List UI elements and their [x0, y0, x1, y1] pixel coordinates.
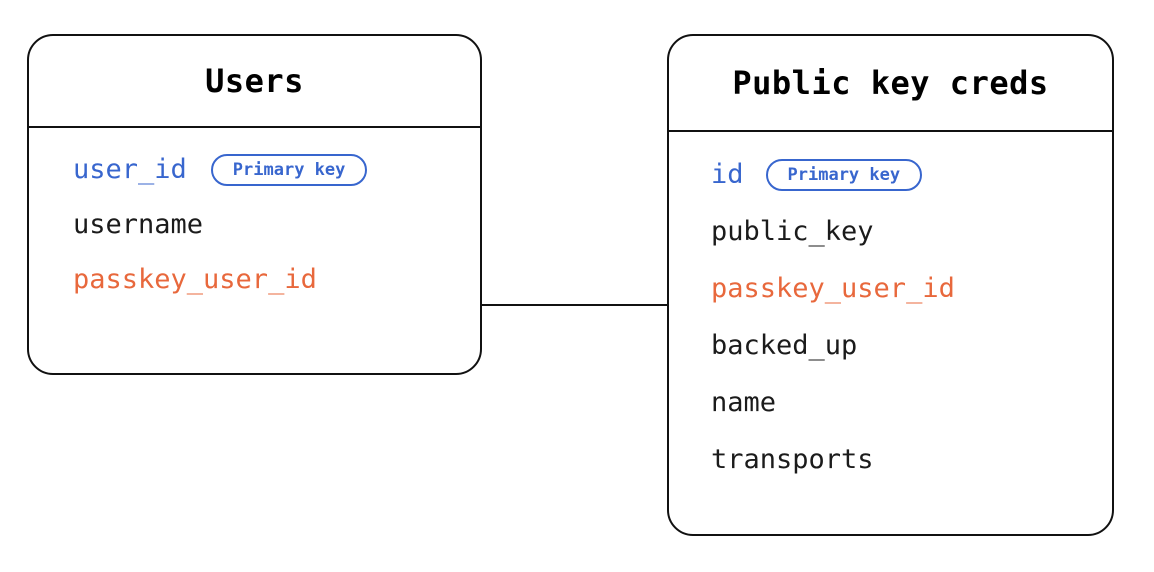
relationship-connector-line[interactable]	[480, 304, 669, 306]
field-name-backed-up: backed_up	[711, 330, 858, 361]
field-row-passkey-user-id[interactable]: passkey_user_id	[73, 252, 480, 307]
field-name-passkey-user-id: passkey_user_id	[73, 264, 317, 295]
field-name-transports: transports	[711, 444, 874, 475]
field-row-id[interactable]: id Primary key	[711, 146, 1112, 203]
entity-public-key-creds-header: Public key creds	[669, 36, 1112, 132]
entity-users[interactable]: Users user_id Primary key username passk…	[27, 34, 482, 375]
entity-users-fields: user_id Primary key username passkey_use…	[29, 128, 480, 307]
field-name-passkey-user-id: passkey_user_id	[711, 273, 955, 304]
field-name-id: id	[711, 159, 744, 190]
field-row-name[interactable]: name	[711, 374, 1112, 431]
field-row-public-key[interactable]: public_key	[711, 203, 1112, 260]
field-name-name: name	[711, 387, 777, 418]
field-row-user-id[interactable]: user_id Primary key	[73, 142, 480, 197]
primary-key-badge: Primary key	[765, 158, 923, 191]
field-row-backed-up[interactable]: backed_up	[711, 317, 1112, 374]
field-row-username[interactable]: username	[73, 197, 480, 252]
field-name-username: username	[73, 209, 204, 240]
field-name-user-id: user_id	[73, 154, 187, 185]
entity-public-key-creds[interactable]: Public key creds id Primary key public_k…	[667, 34, 1114, 536]
entity-users-title: Users	[205, 62, 304, 100]
entity-public-key-creds-title: Public key creds	[732, 64, 1049, 102]
entity-public-key-creds-fields: id Primary key public_key passkey_user_i…	[669, 132, 1112, 488]
field-name-public-key: public_key	[711, 216, 874, 247]
field-row-transports[interactable]: transports	[711, 431, 1112, 488]
entity-users-header: Users	[29, 36, 480, 128]
primary-key-badge: Primary key	[210, 153, 368, 186]
field-row-passkey-user-id[interactable]: passkey_user_id	[711, 260, 1112, 317]
